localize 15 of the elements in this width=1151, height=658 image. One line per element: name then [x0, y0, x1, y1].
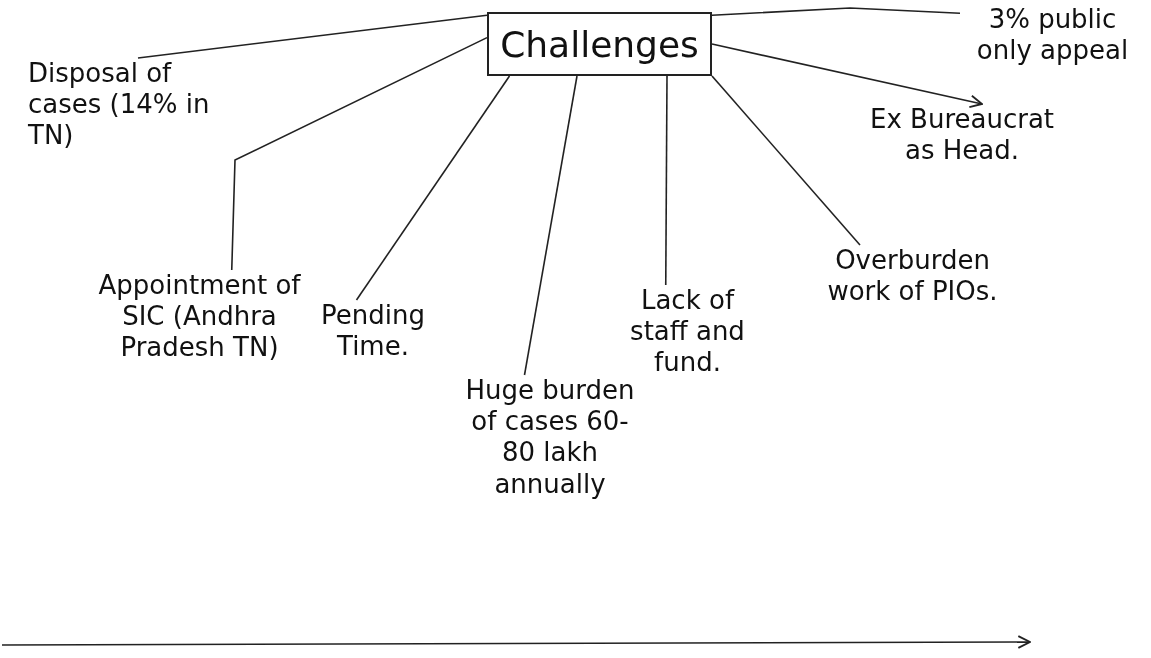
connector-line	[355, 75, 511, 301]
note-text: Overburden work of PIOs.	[825, 245, 1000, 308]
note-text: Disposal of cases (14% in TN)	[28, 58, 228, 152]
connector-line	[230, 36, 488, 271]
connector-line	[711, 75, 861, 246]
note-text: Ex Bureaucrat as Head.	[862, 104, 1062, 167]
note-text: Pending Time.	[318, 300, 428, 363]
heading-box: Challenges	[487, 12, 712, 76]
connector-line	[711, 7, 961, 16]
connector-line	[664, 75, 668, 286]
connector-line	[523, 75, 578, 376]
connector-line	[137, 14, 488, 59]
note-text: 3% public only appeal	[960, 4, 1145, 67]
note-text: Appointment of SIC (Andhra Pradesh TN)	[92, 270, 307, 364]
arrow	[711, 43, 983, 109]
